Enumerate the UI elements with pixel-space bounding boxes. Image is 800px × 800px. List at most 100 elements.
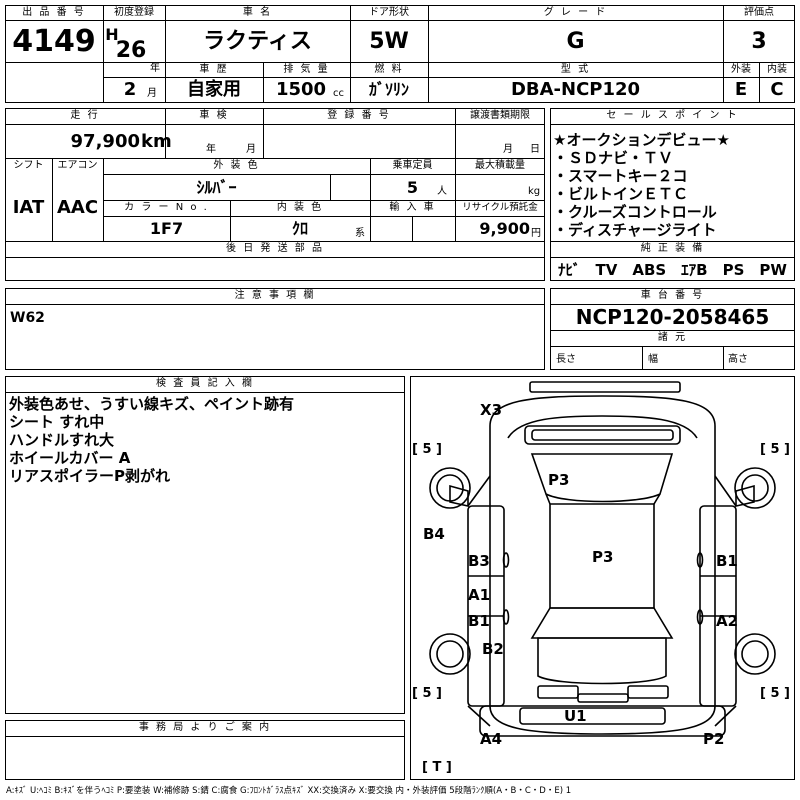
sales-point-item: ・ディスチャージライト bbox=[553, 221, 717, 239]
width-label: 幅 bbox=[648, 354, 658, 365]
sales-point-item: ・スマートキー２コ bbox=[553, 167, 688, 185]
score-label: 評価点 bbox=[744, 7, 774, 18]
notes-frame bbox=[5, 288, 545, 370]
dimensions-label: 諸 元 bbox=[657, 332, 688, 343]
legend-text: A:ｷｽﾞ U:ﾍｺﾐ B:ｷｽﾞを伴うﾍｺﾐ P:要塗装 W:補修跡 S:錆 … bbox=[6, 786, 572, 796]
exterior-color-value: ｼﾙﾊﾞｰ bbox=[196, 178, 237, 197]
sales-points-label: セ ー ル ス ポ イ ン ト bbox=[606, 110, 739, 121]
deadline-day-unit: 日 bbox=[530, 144, 540, 155]
mark-b1-right: B1 bbox=[716, 552, 738, 570]
reg-year-value: 26 bbox=[115, 38, 147, 63]
chassis-label: 車 台 番 号 bbox=[640, 290, 705, 301]
registration-label: 登 録 番 号 bbox=[327, 110, 391, 121]
tire-rear-right: [ 5 ] bbox=[760, 686, 790, 701]
mark-b2: B2 bbox=[482, 640, 504, 658]
recycle-label: リサイクル預託金 bbox=[462, 202, 538, 213]
year-unit: 年 bbox=[150, 63, 160, 74]
genuine-equipment-label: 純 正 装 備 bbox=[640, 243, 705, 254]
score-value: 3 bbox=[751, 29, 767, 54]
tire-front-left: [ 5 ] bbox=[412, 442, 442, 457]
lot-number-label: 出 品 番 号 bbox=[22, 7, 86, 18]
mark-x3: X3 bbox=[480, 401, 502, 419]
yen-unit: 円 bbox=[531, 228, 541, 239]
exterior-score-value: E bbox=[734, 79, 748, 100]
fuel-value: ｶﾞｿﾘﾝ bbox=[368, 80, 409, 99]
later-parts-label: 後 日 発 送 部 品 bbox=[226, 243, 324, 254]
tire-rear-left: [ 5 ] bbox=[412, 686, 442, 701]
inspection-year-unit: 年 bbox=[206, 144, 216, 155]
km-unit: km bbox=[141, 131, 172, 152]
capacity-label: 乗車定員 bbox=[392, 160, 433, 171]
interior-color-label: 内 装 色 bbox=[276, 202, 324, 213]
inspector-label: 検 査 員 記 入 欄 bbox=[156, 378, 254, 389]
mark-p3-mid: P3 bbox=[592, 548, 613, 566]
model-value: DBA-NCP120 bbox=[510, 79, 641, 100]
aircon-value: AAC bbox=[56, 197, 99, 218]
length-label: 長さ bbox=[556, 354, 576, 365]
color-no-label: カ ラ ー N o . bbox=[124, 202, 209, 213]
color-no-value: 1F7 bbox=[149, 219, 184, 238]
transfer-deadline-label: 譲渡書類期限 bbox=[470, 110, 530, 121]
kg-unit: kg bbox=[528, 186, 541, 197]
mileage-label: 走 行 bbox=[70, 110, 100, 121]
office-frame bbox=[5, 720, 405, 780]
era-value: H bbox=[105, 25, 119, 44]
inspector-note: ハンドルすれ大 bbox=[9, 431, 115, 449]
history-label: 車 歴 bbox=[199, 64, 229, 75]
interior-score-label: 内装 bbox=[767, 64, 787, 75]
chassis-value: NCP120-2058465 bbox=[575, 305, 770, 329]
sales-point-item: ・クルーズコントロール bbox=[553, 203, 717, 221]
tire-front-right: [ 5 ] bbox=[760, 442, 790, 457]
sales-point-item: ・ＳＤナビ・ＴＶ bbox=[553, 149, 674, 167]
displacement-label: 排 気 量 bbox=[283, 64, 330, 75]
grade-value: G bbox=[566, 29, 585, 54]
tire-spare: [ T ] bbox=[422, 760, 452, 775]
height-label: 高さ bbox=[728, 354, 748, 365]
top-header-frame bbox=[5, 5, 795, 103]
notes-value: W62 bbox=[10, 310, 45, 326]
model-label: 型 式 bbox=[560, 64, 591, 75]
inspection-month-unit: 月 bbox=[246, 144, 256, 155]
mark-a1: A1 bbox=[468, 586, 490, 604]
shift-value: IAT bbox=[12, 197, 45, 218]
first-registration-label: 初度登録 bbox=[114, 7, 154, 18]
import-label: 輸 入 車 bbox=[389, 202, 436, 213]
office-label: 事 務 局 よ り ご 案 内 bbox=[138, 722, 272, 733]
cc-unit: cc bbox=[333, 88, 344, 99]
notes-label: 注 意 事 項 欄 bbox=[234, 290, 316, 301]
month-unit: 月 bbox=[147, 88, 157, 99]
door-type-label: ドア形状 bbox=[369, 7, 409, 18]
mark-b4: B4 bbox=[423, 525, 445, 543]
details-frame bbox=[5, 108, 545, 281]
mark-p2: P2 bbox=[703, 730, 724, 748]
lot-number-value: 4149 bbox=[12, 24, 96, 59]
mark-a4: A4 bbox=[480, 730, 502, 748]
displacement-value: 1500 bbox=[275, 79, 327, 100]
sales-points-list: ★オークションデビュー★ ・ＳＤナビ・ＴＶ ・スマートキー２コ ・ビルトインＥＴ… bbox=[553, 131, 793, 239]
inspector-notes: 外装色あせ、うすい線キズ、ペイント跡有 シート すれ中 ハンドルすれ大 ホイール… bbox=[9, 395, 404, 485]
interior-color-value: ｸﾛ bbox=[291, 219, 308, 238]
inspector-frame bbox=[5, 376, 405, 714]
mark-p3-top: P3 bbox=[548, 471, 569, 489]
mark-b1-left: B1 bbox=[468, 612, 490, 630]
aircon-label: エアコン bbox=[57, 160, 98, 171]
damage-diagram: X3 P3 B4 B3 P3 B1 A1 B1 A2 B2 U1 A4 P2 [… bbox=[412, 381, 790, 775]
door-type-value: 5W bbox=[369, 29, 409, 54]
history-value: 自家用 bbox=[187, 79, 241, 100]
exterior-color-label: 外 装 色 bbox=[213, 160, 260, 171]
shift-label: シフト bbox=[13, 160, 44, 171]
inspector-note: リアスポイラーP剥がれ bbox=[9, 467, 170, 485]
sales-points-frame bbox=[550, 108, 795, 281]
inspector-note: シート すれ中 bbox=[9, 413, 105, 431]
deadline-month-unit: 月 bbox=[503, 144, 513, 155]
mark-a2: A2 bbox=[716, 612, 738, 630]
fuel-label: 燃 料 bbox=[374, 64, 404, 75]
recycle-value: 9,900 bbox=[479, 219, 530, 238]
car-name-label: 車 名 bbox=[242, 7, 273, 18]
sales-point-item: ・ビルトインＥＴＣ bbox=[553, 185, 689, 203]
mileage-value: 97,900 bbox=[70, 131, 140, 152]
chassis-frame bbox=[550, 288, 795, 370]
interior-score-value: C bbox=[770, 79, 784, 100]
capacity-value: 5 bbox=[406, 178, 419, 197]
kei-unit: 系 bbox=[355, 228, 365, 239]
